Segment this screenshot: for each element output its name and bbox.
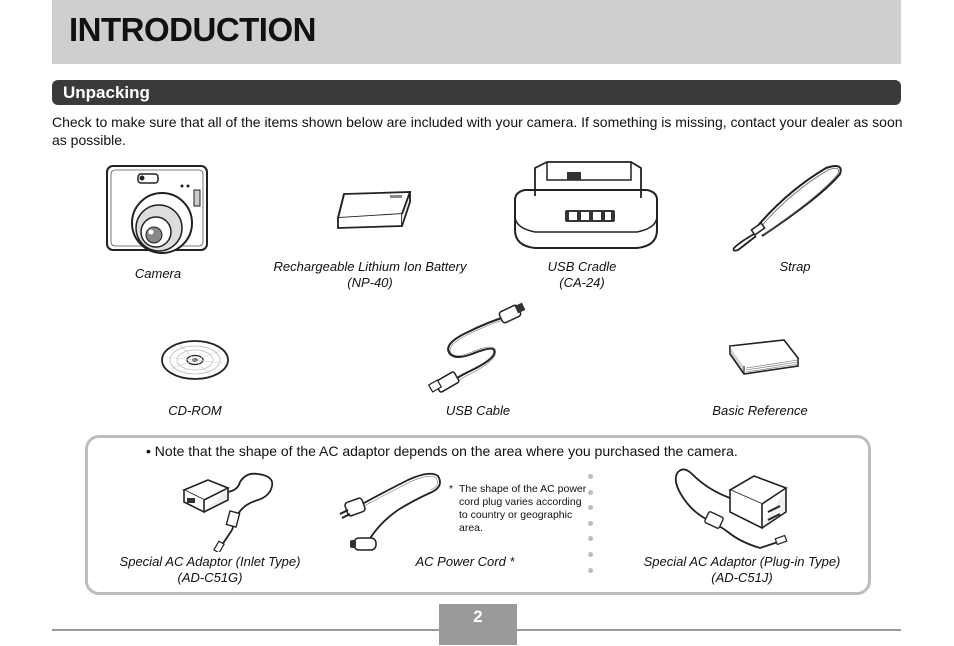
footer-rule	[52, 629, 901, 631]
page-number-tab-lower	[439, 631, 517, 645]
dotted-divider	[588, 474, 594, 583]
ac-adaptor-box	[85, 435, 871, 595]
booklet-icon	[728, 339, 800, 375]
footnote-mark: *	[449, 483, 454, 495]
cdrom-caption: CD-ROM	[168, 403, 222, 418]
usb-cable-icon	[428, 302, 526, 393]
ac-power-cord-icon	[339, 472, 441, 551]
usb-cable-caption: USB Cable	[445, 403, 511, 418]
power-cord-caption: AC Power Cord *	[415, 554, 515, 569]
inlet-adaptor-caption: Special AC Adaptor (Inlet Type) (AD-C51G…	[119, 554, 301, 585]
footnote-text: The shape of the AC power cord plug vari…	[459, 483, 587, 534]
battery-caption: Rechargeable Lithium Ion Battery (NP-40)	[273, 259, 467, 290]
usb-cradle-icon	[514, 161, 658, 249]
cd-rom-icon	[161, 340, 229, 380]
title-bar: INTRODUCTION	[52, 0, 901, 64]
strap-icon	[732, 165, 842, 252]
section-header: Unpacking	[52, 80, 901, 105]
page-title: INTRODUCTION	[69, 11, 316, 48]
plugin-adaptor-caption: Special AC Adaptor (Plug-in Type) (AD-C5…	[643, 554, 841, 585]
ac-adaptor-inlet-icon	[182, 472, 274, 552]
battery-icon	[336, 191, 412, 229]
strap-caption: Strap	[779, 259, 811, 274]
cradle-caption: USB Cradle (CA-24)	[547, 259, 617, 290]
camera-icon	[106, 165, 208, 254]
adaptor-note: • Note that the shape of the AC adaptor …	[146, 443, 738, 459]
ac-adaptor-plugin-icon	[674, 468, 788, 549]
camera-caption: Camera	[134, 266, 182, 281]
section-title: Unpacking	[63, 83, 150, 102]
page-number: 2	[473, 607, 483, 626]
intro-paragraph: Check to make sure that all of the items…	[52, 114, 903, 148]
basic-ref-caption: Basic Reference	[712, 403, 808, 418]
page-number-tab: 2	[439, 604, 517, 629]
